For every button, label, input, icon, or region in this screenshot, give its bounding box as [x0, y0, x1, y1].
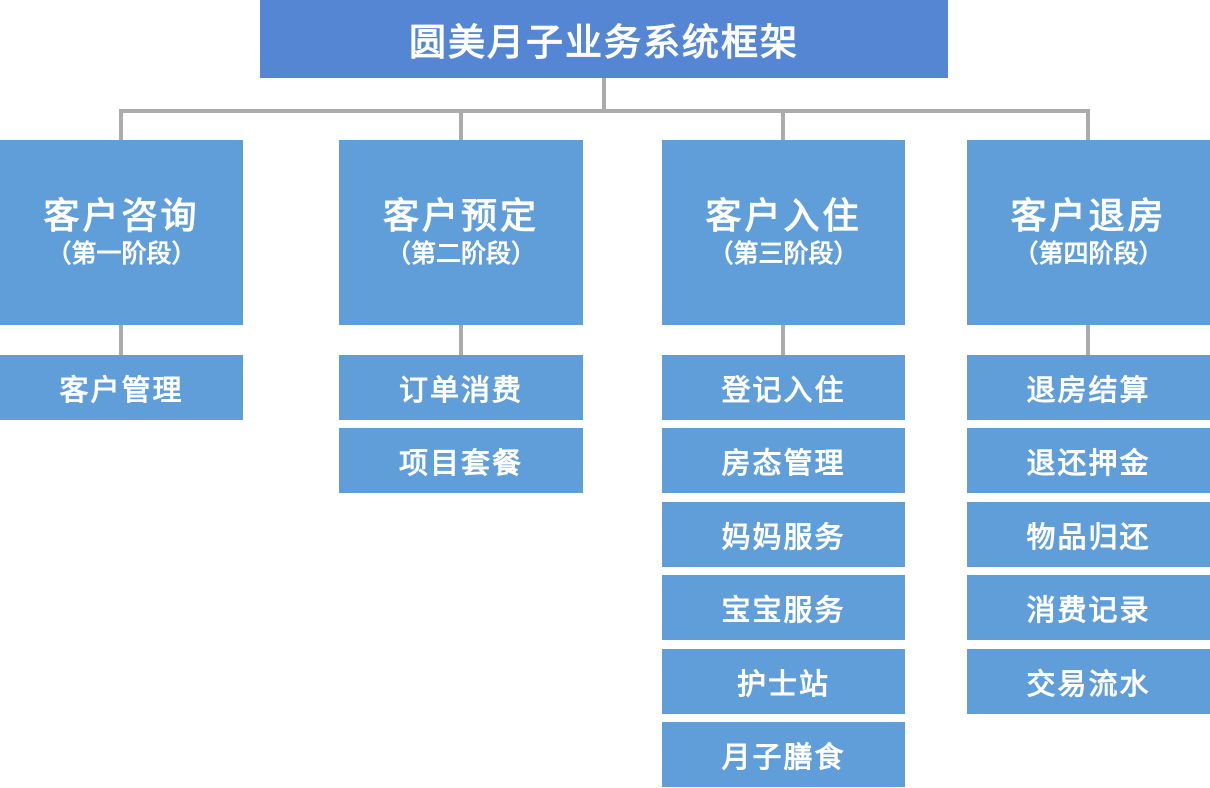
stage-subtitle: （第四阶段）: [1013, 240, 1164, 269]
leaf-node: 登记入住: [662, 355, 905, 420]
stage-subtitle: （第一阶段）: [46, 240, 197, 269]
stage-title: 客户咨询: [43, 195, 200, 237]
connector-drop-stage-2: [459, 109, 463, 140]
leaf-node: 退还押金: [967, 428, 1210, 493]
leaf-node: 项目套餐: [339, 428, 583, 493]
leaf-node: 订单消费: [339, 355, 583, 420]
connector-drop-stage-4: [1086, 109, 1090, 140]
leaf-node: 交易流水: [967, 649, 1210, 714]
leaf-node: 宝宝服务: [662, 575, 905, 640]
leaf-node: 护士站: [662, 649, 905, 714]
leaf-node: 房态管理: [662, 428, 905, 493]
leaf-node: 妈妈服务: [662, 502, 905, 567]
connector-root-stem: [602, 78, 606, 111]
connector-stage1-children: [119, 325, 123, 355]
stage-title: 客户退房: [1010, 195, 1167, 237]
connector-stage4-children: [1086, 325, 1090, 355]
connector-stage3-children: [781, 325, 785, 355]
connector-stage2-children: [459, 325, 463, 355]
leaf-node: 物品归还: [967, 502, 1210, 567]
stage-node-consult: 客户咨询 （第一阶段）: [0, 140, 243, 325]
stage-title: 客户入住: [705, 195, 862, 237]
stage-subtitle: （第三阶段）: [708, 240, 859, 269]
connector-drop-stage-1: [119, 109, 123, 140]
root-title: 圆美月子业务系统框架: [409, 22, 799, 63]
stage-node-checkout: 客户退房 （第四阶段）: [967, 140, 1210, 325]
leaf-node: 客户管理: [0, 355, 243, 420]
leaf-node: 退房结算: [967, 355, 1210, 420]
stage-title: 客户预定: [382, 195, 539, 237]
stage-subtitle: （第二阶段）: [385, 240, 536, 269]
connector-drop-stage-3: [781, 109, 785, 140]
stage-node-checkin: 客户入住 （第三阶段）: [662, 140, 905, 325]
connector-main-horizontal: [119, 109, 1090, 113]
root-node: 圆美月子业务系统框架: [260, 0, 948, 78]
leaf-node: 月子膳食: [662, 722, 905, 787]
stage-node-reserve: 客户预定 （第二阶段）: [339, 140, 583, 325]
leaf-node: 消费记录: [967, 575, 1210, 640]
